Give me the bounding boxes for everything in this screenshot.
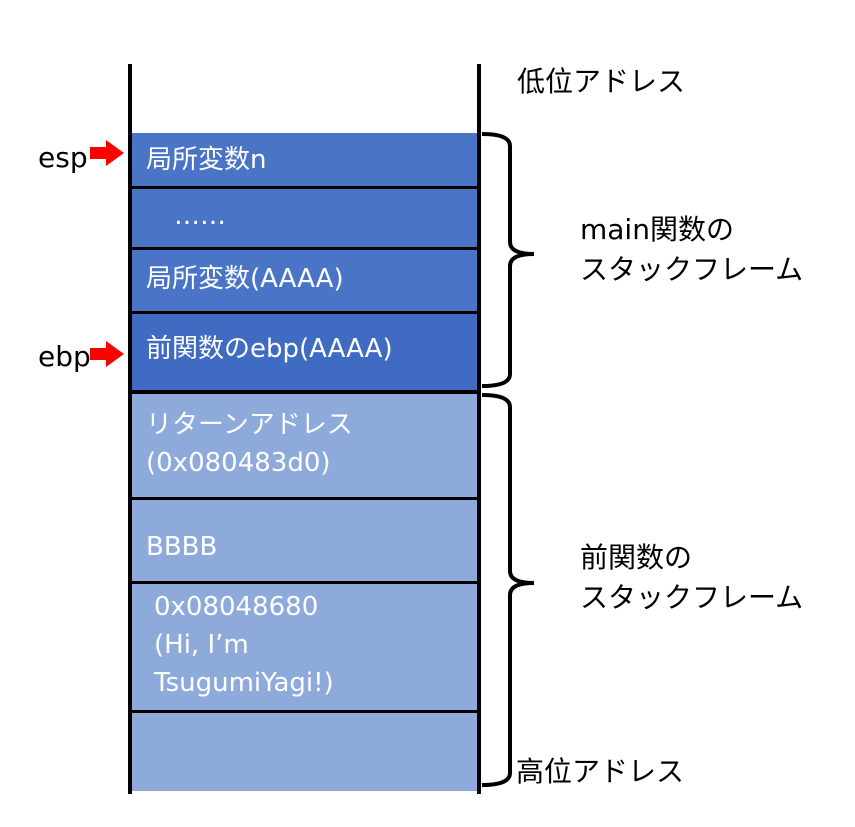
cell-text: 前関数のebp(AAAA) bbox=[146, 334, 393, 364]
prev-frame-brace-icon bbox=[481, 393, 535, 787]
cell-divider bbox=[132, 247, 477, 250]
cell-text: BBBB bbox=[146, 532, 218, 562]
cell-divider bbox=[132, 710, 477, 713]
stack-cell-bbbb: BBBB bbox=[132, 500, 477, 582]
frame-divider bbox=[132, 390, 477, 394]
high-address-label: 高位アドレス bbox=[516, 755, 685, 788]
cell-text: (Hi, I’m bbox=[154, 630, 249, 660]
prev-frame-label-line2: スタックフレーム bbox=[580, 581, 804, 614]
stack-cell-return-address: リターンアドレス (0x080483d0) bbox=[132, 394, 477, 498]
stack-cell-empty bbox=[132, 713, 477, 791]
low-address-label: 低位アドレス bbox=[517, 65, 686, 98]
prev-frame-label-line1: 前関数の bbox=[580, 541, 693, 574]
prev-frame-label: 前関数の スタックフレーム bbox=[580, 538, 803, 618]
stack-cell-prev-ebp: 前関数のebp(AAAA) bbox=[132, 314, 477, 390]
main-frame-label-line1: main関数の bbox=[580, 213, 734, 246]
cell-text: 0x08048680 bbox=[154, 592, 319, 622]
main-frame-label-line2: スタックフレーム bbox=[580, 253, 804, 286]
ebp-label: ebp bbox=[38, 340, 91, 373]
cell-divider bbox=[132, 497, 477, 500]
cell-divider bbox=[132, 581, 477, 584]
cell-text: TsugumiYagi!) bbox=[154, 668, 334, 698]
cell-text: 局所変数n bbox=[146, 145, 267, 175]
esp-label: esp bbox=[38, 141, 88, 174]
stack-cell-dots: …… bbox=[132, 189, 477, 248]
stack-cell-local-aaaa: 局所変数(AAAA) bbox=[132, 250, 477, 312]
stack-cell-argument: 0x08048680 (Hi, I’m TsugumiYagi!) bbox=[132, 584, 477, 711]
ebp-arrow-icon bbox=[90, 341, 124, 367]
cell-divider bbox=[132, 311, 477, 314]
cell-text: (0x080483d0) bbox=[146, 448, 331, 478]
esp-arrow-icon bbox=[90, 140, 124, 166]
cell-text: 局所変数(AAAA) bbox=[146, 264, 344, 294]
cell-text: リターンアドレス bbox=[146, 410, 353, 440]
cell-divider bbox=[132, 186, 477, 189]
stack-left-wall bbox=[128, 64, 132, 794]
main-frame-label: main関数の スタックフレーム bbox=[580, 210, 803, 290]
stack-cell-local-n: 局所変数n bbox=[132, 133, 477, 188]
main-frame-brace-icon bbox=[481, 132, 535, 388]
stack-right-wall bbox=[477, 64, 481, 794]
cell-text: …… bbox=[174, 201, 226, 231]
